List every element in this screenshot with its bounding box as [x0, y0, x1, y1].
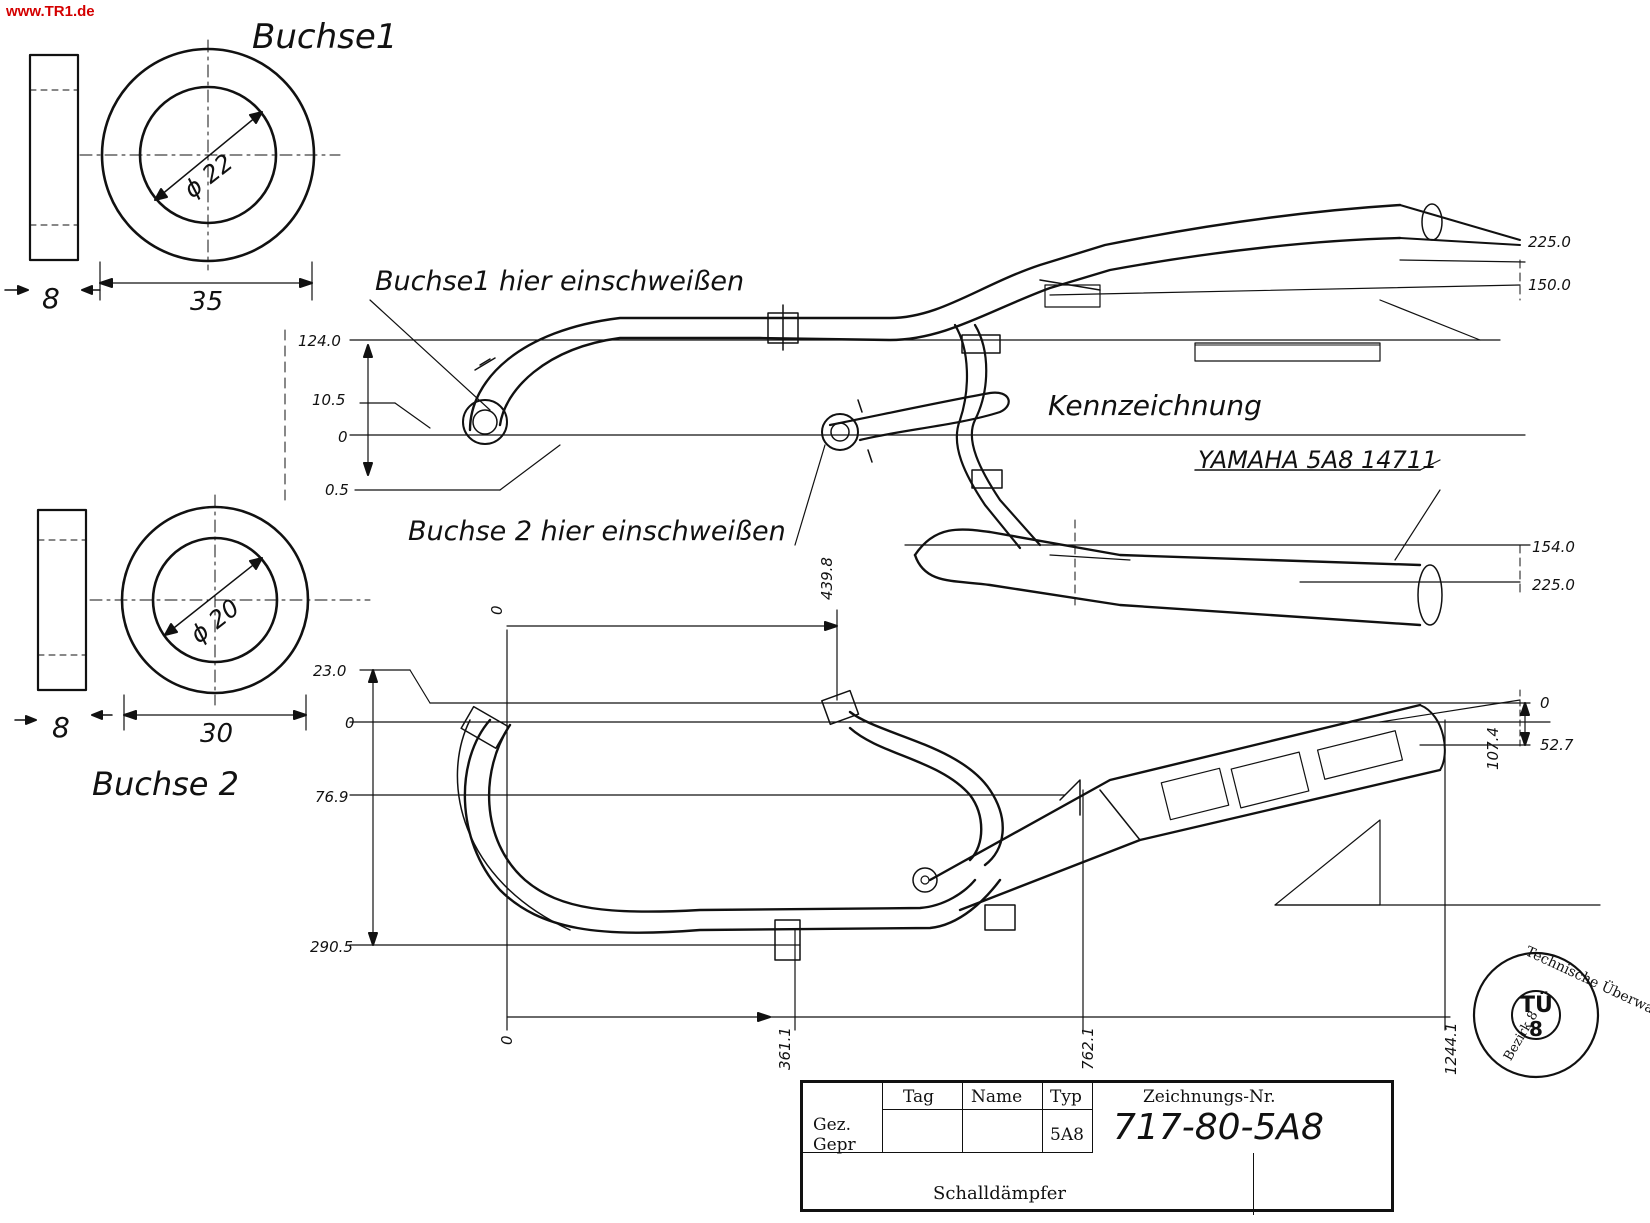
- col-label-name: Name: [971, 1087, 1023, 1107]
- bushing2-drawing: [14, 494, 371, 731]
- marking-text: YAMAHA 5A8 14711: [1198, 446, 1437, 474]
- bushing2-width-label: 8: [52, 711, 70, 744]
- side-dim-top-0: 0: [488, 605, 506, 615]
- top-dim-124: 124.0: [298, 332, 341, 350]
- drawing-number: 717-80-5A8: [1113, 1107, 1324, 1148]
- top-view-drawing: [284, 203, 1531, 627]
- side-dim-52-7: 52.7: [1540, 736, 1574, 754]
- bushing2-title: Buchse 2: [92, 765, 239, 803]
- top-dim-150: 150.0: [1528, 276, 1571, 294]
- bushing2-outer-label: 30: [200, 719, 233, 749]
- bushing1-drawing: [4, 39, 341, 301]
- typ-value: 5A8: [1050, 1125, 1084, 1145]
- side-dim-0: 0: [345, 714, 355, 732]
- weld-note-bushing1: Buchse1 hier einschweißen: [375, 266, 744, 297]
- side-dim-1244-1: 1244.1: [1442, 1023, 1460, 1076]
- col-label-tag: Tag: [903, 1087, 935, 1107]
- inspection-stamp: [1472, 951, 1600, 1079]
- bushing1-width-label: 8: [42, 282, 60, 315]
- top-dim-225-lower: 225.0: [1532, 576, 1575, 594]
- row-label-gepr: Gepr: [813, 1135, 856, 1155]
- side-dim-361-1: 361.1: [776, 1027, 794, 1070]
- side-dim-290-5: 290.5: [310, 938, 353, 956]
- side-dim-439-8: 439.8: [818, 557, 836, 600]
- bushing1-outer-label: 35: [190, 287, 223, 317]
- top-dim-10-5: 10.5: [312, 391, 345, 409]
- side-dim-bottom-0: 0: [498, 1035, 516, 1045]
- title-block: Gez. Gepr Tag Name Typ 5A8 Zeichnungs-Nr…: [800, 1080, 1394, 1215]
- top-dim-0-5: 0.5: [325, 481, 349, 499]
- bushing1-title: Buchse1: [252, 17, 397, 57]
- top-dim-154: 154.0: [1532, 538, 1575, 556]
- col-label-typ: Typ: [1050, 1087, 1082, 1107]
- top-dim-0: 0: [338, 428, 348, 446]
- row-label-gez: Gez.: [813, 1115, 852, 1135]
- side-dim-76-9: 76.9: [315, 788, 348, 806]
- part-description: Schalldämpfer: [933, 1183, 1067, 1204]
- top-dim-225-upper: 225.0: [1528, 233, 1571, 251]
- stamp-center-text: TÜ: [1520, 992, 1553, 1018]
- side-dim-762-1: 762.1: [1079, 1027, 1097, 1070]
- weld-note-bushing2: Buchse 2 hier einschweißen: [408, 516, 786, 547]
- side-dim-107-4: 107.4: [1484, 727, 1502, 770]
- watermark-text: www.TR1.de: [6, 3, 95, 20]
- marking-label: Kennzeichnung: [1048, 389, 1262, 422]
- side-dim-23: 23.0: [313, 662, 346, 680]
- stamp-number: 8: [1529, 1017, 1543, 1041]
- col-label-drawing-number: Zeichnungs-Nr.: [1143, 1087, 1276, 1107]
- side-view-drawing: [349, 609, 1601, 1031]
- side-dim-right-0: 0: [1540, 694, 1550, 712]
